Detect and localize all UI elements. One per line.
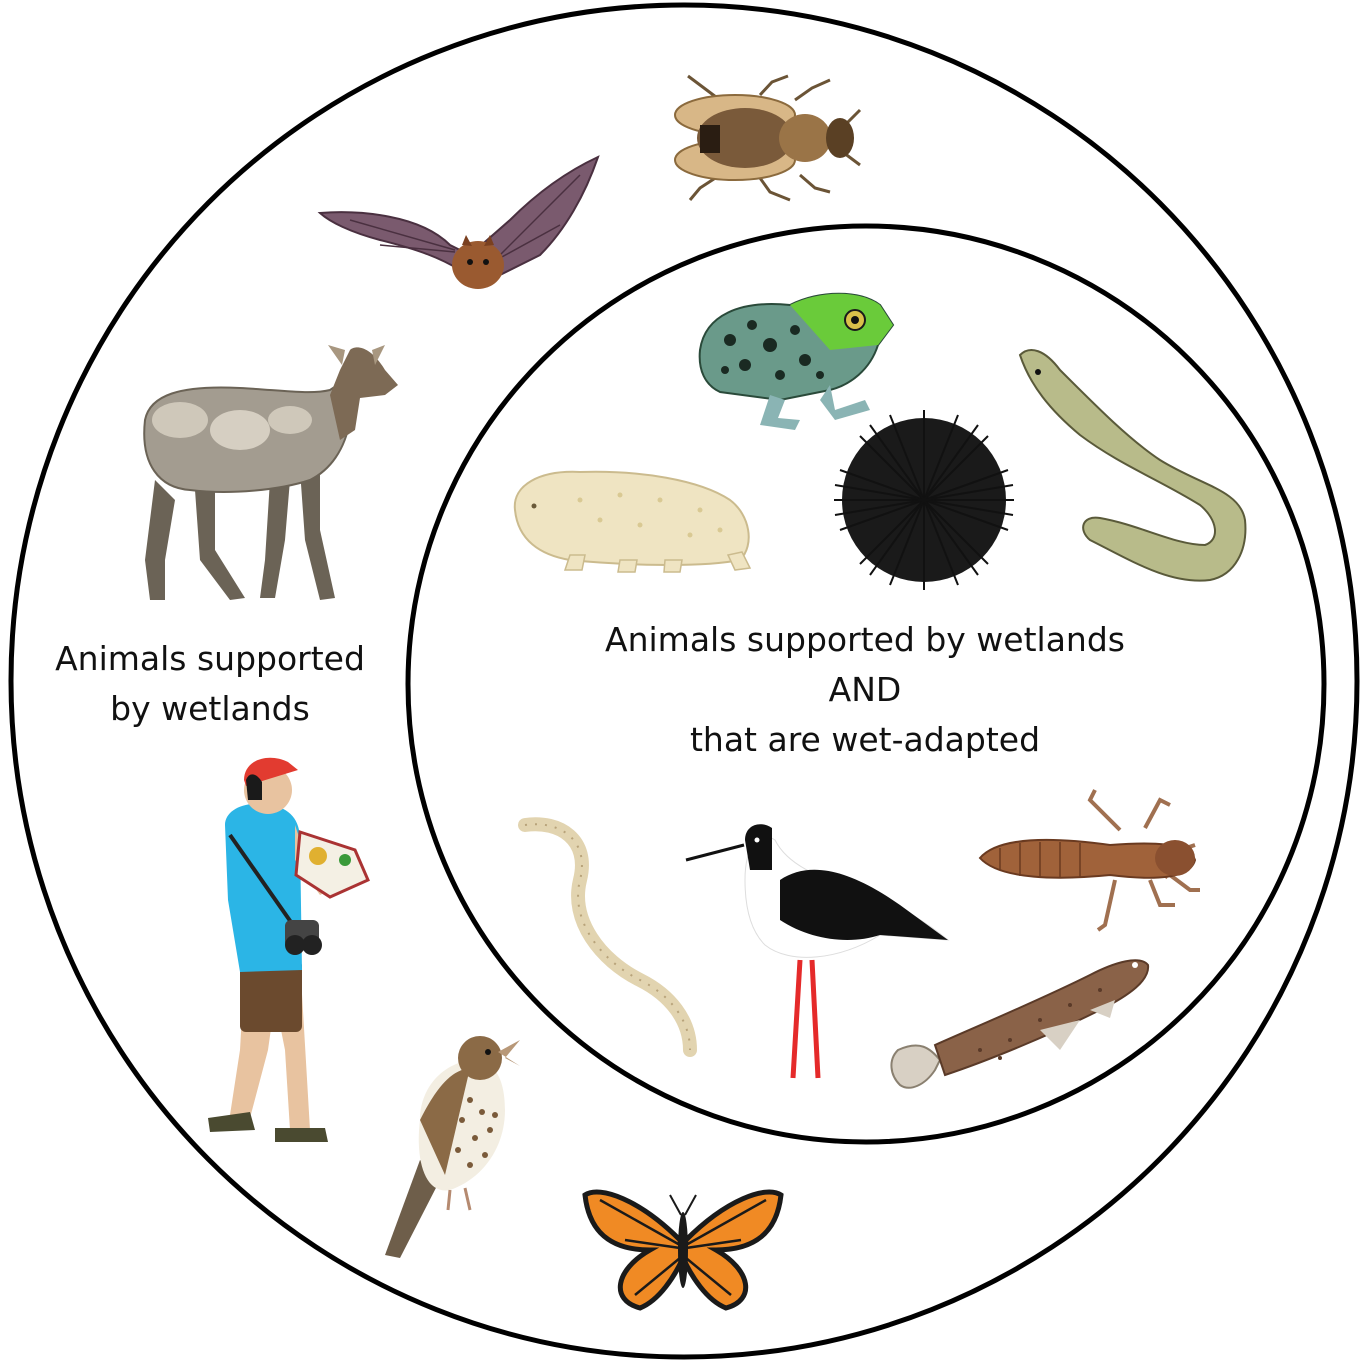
outer-set-label-line-2: by wetlands (10, 684, 410, 734)
bat-icon (320, 157, 598, 289)
frog-icon (700, 294, 893, 430)
monarch-butterfly-icon (585, 1192, 781, 1308)
outer-set-label: Animals supported by wetlands (10, 634, 410, 734)
birdwatcher-icon (208, 758, 368, 1142)
inner-set-label-line-3: that are wet-adapted (555, 715, 1175, 765)
tardigrade-icon (515, 472, 750, 572)
outer-set-label-line-1: Animals supported (10, 634, 410, 684)
inner-set-label-line-1: Animals supported by wetlands (555, 615, 1175, 665)
stilt-bird-icon (686, 824, 948, 1078)
inner-set-label-line-2: AND (555, 665, 1175, 715)
dragonfly-nymph-icon (980, 790, 1200, 930)
elk-icon (144, 345, 398, 600)
inner-set-label: Animals supported by wetlands AND that a… (555, 615, 1175, 765)
loach-fish-icon (891, 960, 1148, 1087)
thrush-icon (385, 1036, 520, 1258)
fly-icon (675, 76, 860, 200)
sea-urchin-icon (834, 410, 1014, 590)
